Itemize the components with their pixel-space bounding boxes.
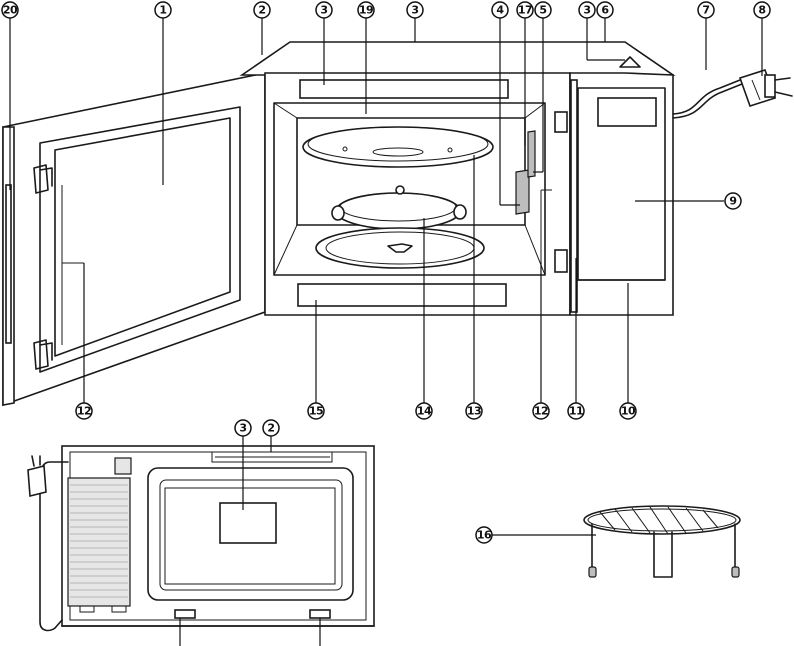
waveguide-cover (516, 170, 529, 214)
display (598, 98, 656, 126)
callout-4: 4 (492, 2, 508, 18)
svg-text:14: 14 (417, 405, 432, 418)
svg-text:13: 13 (467, 405, 481, 418)
callout-15: 15 (308, 403, 324, 419)
bottom-heater-strip (298, 284, 506, 306)
svg-text:20: 20 (3, 4, 18, 17)
svg-text:15: 15 (309, 405, 323, 418)
svg-text:3: 3 (239, 422, 246, 435)
callout-3-top-left: 3 (316, 2, 332, 18)
callout-12-right: 12 (533, 403, 549, 419)
door (3, 73, 265, 405)
top-grill-heater (300, 80, 508, 98)
svg-text:3: 3 (583, 4, 590, 17)
svg-text:3: 3 (411, 4, 418, 17)
svg-text:2: 2 (267, 422, 274, 435)
svg-text:6: 6 (601, 4, 609, 17)
wire-rack (584, 506, 740, 577)
callout-1: 1 (155, 2, 171, 18)
svg-text:17: 17 (518, 4, 532, 17)
callout-3-top-right: 3 (579, 2, 595, 18)
callout-3-top-mid: 3 (407, 2, 423, 18)
svg-text:16: 16 (477, 529, 492, 542)
door-side-strip (6, 185, 11, 343)
svg-text:1: 1 (159, 4, 166, 17)
callout-2: 2 (254, 2, 270, 18)
callout-10: 10 (620, 403, 636, 419)
svg-text:9: 9 (729, 195, 736, 208)
callout-16: 16 (476, 527, 492, 543)
callout-5: 5 (535, 2, 551, 18)
svg-text:11: 11 (569, 405, 583, 418)
callout-17: 17 (517, 2, 533, 18)
svg-text:12: 12 (77, 405, 91, 418)
glass-turntable (303, 127, 493, 167)
rear-vent (68, 478, 130, 606)
callout-6: 6 (597, 2, 613, 18)
callout-12-left: 12 (76, 403, 92, 419)
svg-text:12: 12 (534, 405, 548, 418)
callout-3-rear: 3 (235, 420, 251, 436)
callout-9: 9 (725, 193, 741, 209)
callout-7: 7 (698, 2, 714, 18)
turntable-support (316, 228, 484, 268)
rear-view (28, 446, 374, 646)
svg-text:5: 5 (539, 4, 546, 17)
svg-text:8: 8 (758, 4, 765, 17)
svg-text:7: 7 (702, 4, 709, 17)
plug (740, 70, 792, 106)
svg-text:3: 3 (320, 4, 327, 17)
svg-text:2: 2 (258, 4, 265, 17)
oven-cabinet (242, 42, 673, 315)
svg-text:10: 10 (621, 405, 636, 418)
svg-text:19: 19 (359, 4, 373, 17)
callout-19: 19 (358, 2, 374, 18)
callout-20: 20 (2, 2, 18, 18)
callout-8: 8 (754, 2, 770, 18)
svg-text:4: 4 (496, 4, 504, 17)
callout-14: 14 (416, 403, 432, 419)
callout-11: 11 (568, 403, 584, 419)
callout-2-rear: 2 (263, 420, 279, 436)
callout-13: 13 (466, 403, 482, 419)
rear-label (220, 503, 276, 543)
power-cord (673, 70, 792, 118)
